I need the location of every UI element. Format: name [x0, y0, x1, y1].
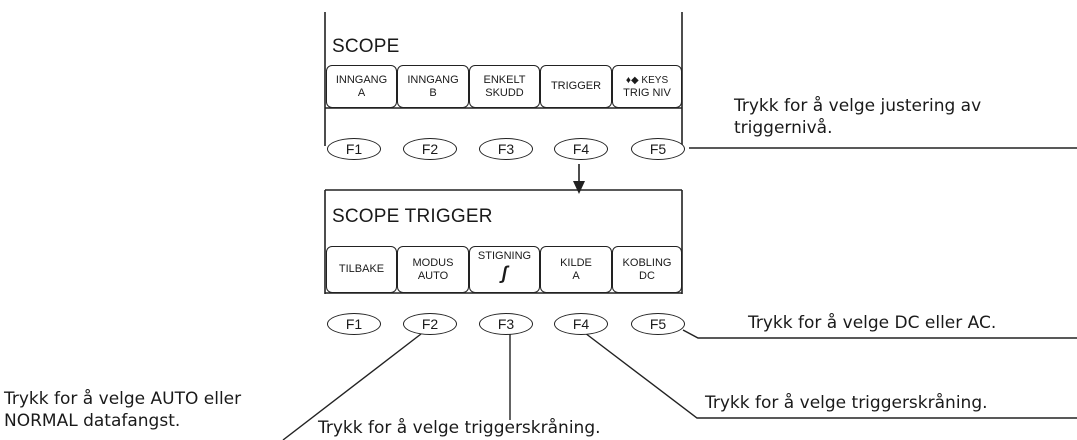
softkey-line1: INNGANG — [335, 73, 388, 86]
bottom-f3-key[interactable]: F3 — [479, 313, 533, 335]
softkey-line2: TRIG NIV — [623, 86, 671, 99]
softkey-enkelt-skudd[interactable]: ENKELT SKUDD — [469, 65, 540, 108]
callout-line-mode — [282, 333, 422, 440]
softkey-line1: TILBAKE — [338, 263, 385, 275]
softkey-line1: INNGANG — [407, 73, 459, 86]
softkey-line2: AUTO — [417, 269, 449, 282]
top-f1-key[interactable]: F1 — [327, 138, 381, 160]
softkey-line2: A — [572, 269, 580, 282]
bottom-f2-key[interactable]: F2 — [403, 313, 457, 335]
note-mode-line2: NORMAL datafangst. — [4, 411, 181, 431]
top-panel-frame — [324, 12, 683, 146]
softkey-line2: B — [429, 86, 437, 99]
softkey-line2: SKUDD — [485, 86, 524, 99]
softkey-trigger[interactable]: TRIGGER — [540, 65, 612, 108]
softkey-line2: DC — [639, 269, 655, 282]
top-f3-key[interactable]: F3 — [479, 138, 533, 160]
softkey-line1: ENKELT — [483, 73, 526, 86]
top-f2-key[interactable]: F2 — [403, 138, 457, 160]
softkey-line2: A — [357, 86, 366, 99]
rising-slope-icon: ʃ — [501, 263, 508, 283]
softkey-inngang-a[interactable]: INNGANG A — [326, 65, 397, 108]
callout-line-slope-right — [584, 332, 1077, 419]
top-f4-key[interactable]: F4 — [554, 138, 608, 160]
note-slope-bottom: Trykk for å velge triggerskråning. — [318, 418, 601, 438]
softkey-inngang-b[interactable]: INNGANG B — [397, 65, 469, 108]
top-f5-key[interactable]: F5 — [631, 138, 685, 160]
softkey-line1: KOBLING — [622, 256, 672, 269]
note-coupling: Trykk for å velge DC eller AC. — [748, 313, 997, 333]
softkey-line1: MODUS — [412, 256, 454, 269]
note-trig-level-line2: triggernivå. — [734, 118, 833, 138]
bottom-f4-key[interactable]: F4 — [554, 313, 608, 335]
softkey-kilde-a[interactable]: KILDE A — [540, 246, 612, 293]
note-slope-right: Trykk for å velge triggerskråning. — [705, 393, 988, 413]
softkey-kobling-dc[interactable]: KOBLING DC — [612, 246, 682, 293]
bottom-f5-key[interactable]: F5 — [631, 313, 685, 335]
softkey-tilbake[interactable]: TILBAKE — [326, 246, 397, 293]
softkey-line1: ♦◆ KEYS — [625, 74, 669, 86]
callout-line-coupling — [682, 329, 1077, 339]
softkey-keys-trig-niv[interactable]: ♦◆ KEYS TRIG NIV — [612, 65, 682, 108]
softkey-line1: STIGNING — [477, 250, 532, 262]
softkey-line1: KILDE — [560, 256, 592, 269]
bottom-panel-title: SCOPE TRIGGER — [332, 206, 493, 227]
softkey-stigning[interactable]: STIGNING ʃ — [469, 246, 540, 293]
softkey-line1: TRIGGER — [550, 80, 602, 92]
note-mode-line1: Trykk for å velge AUTO eller — [4, 389, 242, 409]
top-panel-title: SCOPE — [332, 36, 400, 57]
bottom-f1-key[interactable]: F1 — [327, 313, 381, 335]
note-trig-level-line1: Trykk for å velge justering av — [734, 96, 982, 116]
softkey-modus-auto[interactable]: MODUS AUTO — [397, 246, 469, 293]
arrow-head — [573, 181, 585, 194]
